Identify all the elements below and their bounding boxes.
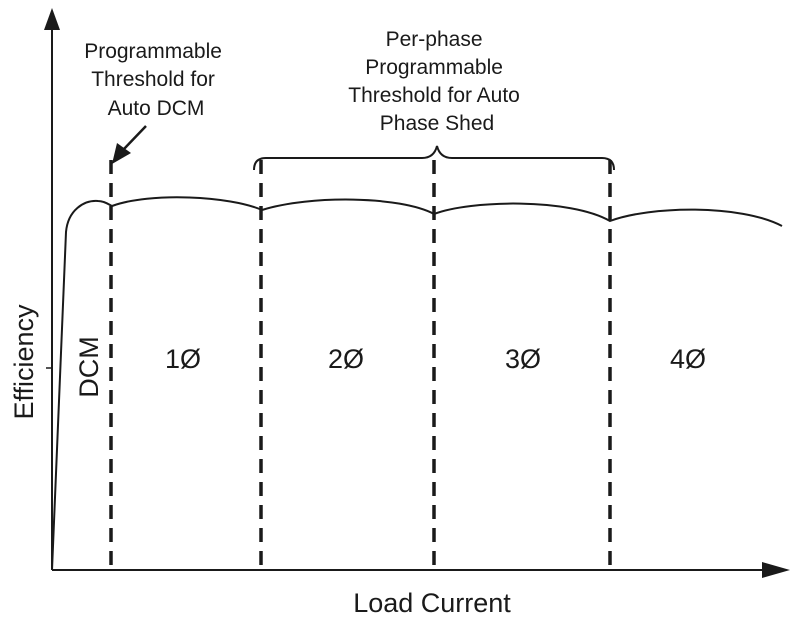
y-axis-title: Efficiency — [9, 304, 39, 420]
phase-shed-line-4: Phase Shed — [380, 112, 494, 135]
dcm-threshold-arrow — [112, 125, 147, 164]
dcm-threshold-line-2: Threshold for — [91, 68, 215, 91]
region-label-phase-4: 4Ø — [670, 344, 706, 374]
x-axis-title: Load Current — [353, 588, 511, 618]
efficiency-curve — [51, 196, 783, 571]
axes — [44, 8, 790, 578]
phase-shed-line-2: Programmable — [365, 56, 503, 79]
y-axis-arrowhead — [44, 8, 60, 30]
region-label-dcm: DCM — [74, 336, 104, 398]
dcm-threshold-annotation: Programmable Threshold for Auto DCM — [84, 40, 228, 120]
region-label-phase-3: 3Ø — [505, 344, 541, 374]
x-axis-arrowhead — [762, 562, 790, 578]
dcm-threshold-line-3: Auto DCM — [108, 97, 205, 120]
phase-shed-line-1: Per-phase — [386, 28, 483, 51]
region-label-phase-1: 1Ø — [165, 344, 201, 374]
region-label-phase-2: 2Ø — [328, 344, 364, 374]
phase-shed-line-3: Threshold for Auto — [348, 84, 520, 107]
dcm-threshold-line-1: Programmable — [84, 40, 222, 63]
phase-shed-threshold-annotation: Per-phase Programmable Threshold for Aut… — [348, 28, 525, 135]
phase-shed-brace — [253, 145, 615, 171]
